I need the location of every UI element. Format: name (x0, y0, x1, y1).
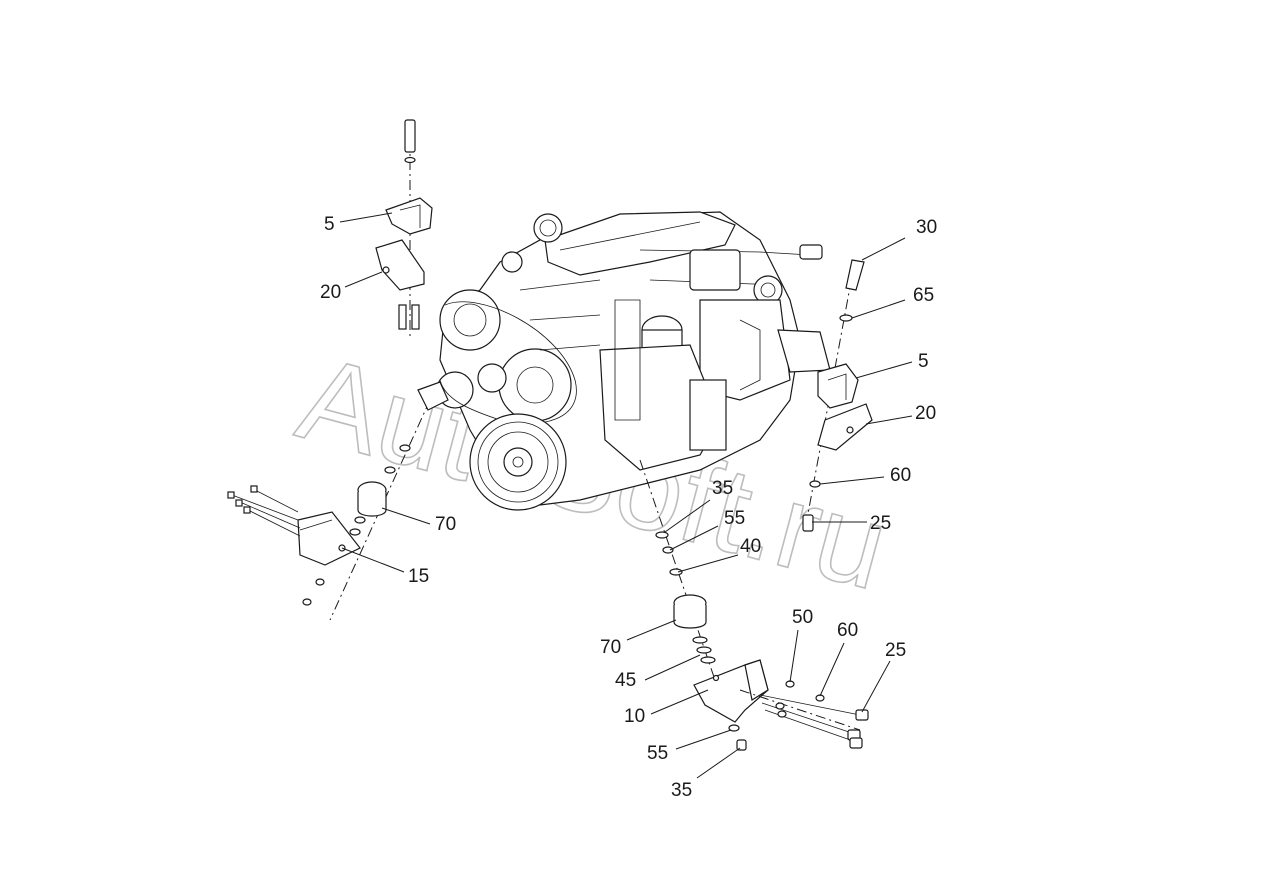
callout-bottom-washer-a: 55 (647, 743, 668, 764)
leader-lines (339, 212, 913, 779)
left-upper-mount (375, 119, 433, 340)
callout-center-washer-b: 40 (740, 536, 761, 557)
callout-left-bracket: 20 (320, 282, 341, 303)
engine-assembly (436, 211, 831, 511)
callout-top-bolt: 30 (916, 217, 937, 238)
callout-right-bracket: 20 (915, 403, 936, 424)
callout-left-bracket-mount: 5 (324, 214, 335, 235)
callout-bottom-washer: 45 (615, 670, 636, 691)
callout-left-isolator: 70 (435, 514, 456, 535)
left-lower-mount (227, 381, 449, 621)
callout-right-washer: 60 (890, 465, 911, 486)
right-upper-mount (802, 259, 873, 532)
callout-bottom-support: 10 (624, 706, 645, 727)
callout-center-washer-a: 55 (724, 508, 745, 529)
callout-center-nut: 35 (712, 478, 733, 499)
callout-bottom-nut: 35 (671, 780, 692, 801)
callout-right-bracket-mount: 5 (918, 351, 929, 372)
callout-rear-washer-a: 50 (792, 607, 813, 628)
callout-rear-washer-b: 60 (837, 620, 858, 641)
callout-left-support: 15 (408, 566, 429, 587)
center-mount-stack (639, 459, 716, 681)
callout-top-washer: 65 (913, 285, 934, 306)
callout-labels: 5 20 30 65 5 20 60 25 70 15 35 55 40 70 … (320, 214, 937, 801)
bottom-support (693, 659, 869, 751)
callout-right-bolt: 25 (870, 513, 891, 534)
callout-bottom-isolator: 70 (600, 637, 621, 658)
callout-rear-bolt: 25 (885, 640, 906, 661)
